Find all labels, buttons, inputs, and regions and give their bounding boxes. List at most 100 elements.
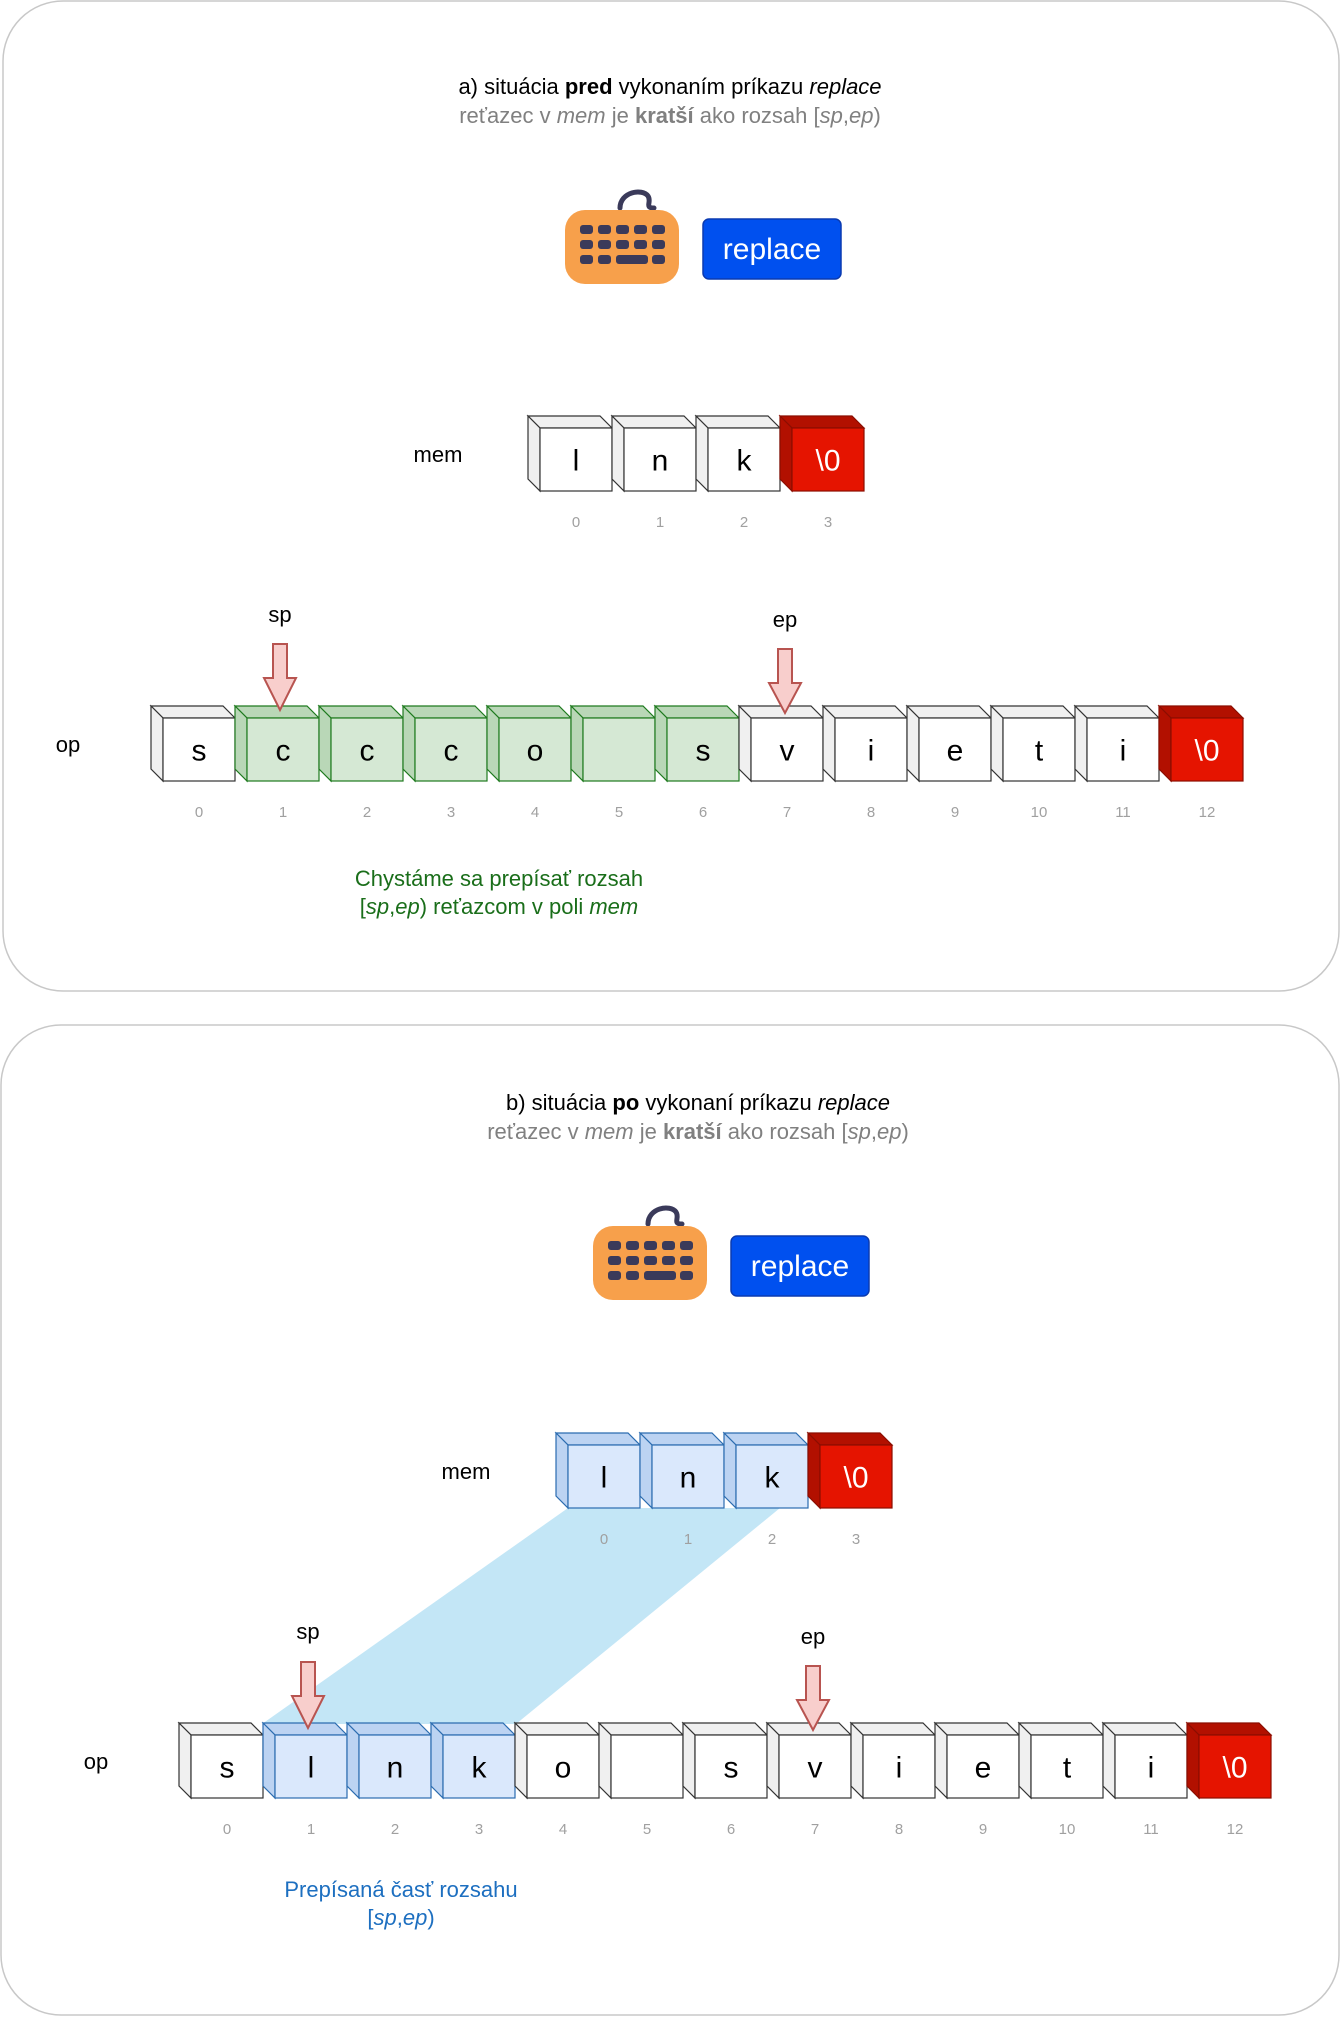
cell-value: e bbox=[947, 735, 964, 768]
cell-top-face bbox=[610, 415, 698, 429]
cell-top-face bbox=[569, 705, 657, 719]
cell-front-face bbox=[610, 1734, 684, 1799]
cell-front-face bbox=[819, 1444, 893, 1509]
op-label: op bbox=[56, 732, 80, 757]
cell-value: i bbox=[896, 1752, 903, 1785]
cell-side-face bbox=[402, 704, 416, 783]
cell-top-face bbox=[821, 705, 909, 719]
cell-value: \0 bbox=[1222, 1752, 1247, 1785]
cell-value: i bbox=[1120, 735, 1127, 768]
cell-side-face bbox=[555, 1431, 569, 1510]
array-cell bbox=[569, 704, 657, 783]
cell-value: \0 bbox=[815, 445, 840, 478]
cell-front-face bbox=[707, 427, 781, 492]
keyboard-icon bbox=[565, 189, 679, 284]
cell-front-face bbox=[791, 427, 865, 492]
cell-top-face bbox=[653, 705, 741, 719]
sp-label: sp bbox=[296, 1619, 319, 1644]
cell-front-face bbox=[862, 1734, 936, 1799]
array-cell: k bbox=[429, 1721, 517, 1800]
cell-index: 3 bbox=[824, 514, 832, 531]
array-cell bbox=[597, 1721, 685, 1800]
cell-value: o bbox=[527, 735, 544, 768]
cell-value: i bbox=[868, 735, 875, 768]
keyboard-icon bbox=[593, 1205, 707, 1300]
cell-front-face bbox=[834, 717, 908, 782]
cell-top-face bbox=[597, 1722, 685, 1736]
cell-side-face bbox=[570, 704, 584, 783]
cell-index: 11 bbox=[1143, 1821, 1159, 1838]
cell-side-face bbox=[654, 704, 668, 783]
cell-front-face bbox=[582, 717, 656, 782]
panel-a-subtitle: reťazec v mem je kratší ako rozsah [sp,e… bbox=[459, 103, 881, 128]
cell-value: \0 bbox=[843, 1462, 868, 1495]
cell-index: 1 bbox=[279, 804, 287, 821]
cell-index: 1 bbox=[684, 1531, 692, 1548]
cell-value: s bbox=[192, 735, 207, 768]
cell-top-face bbox=[513, 1722, 601, 1736]
panel-a: a) situácia pred vykonaním príkazu repla… bbox=[2, 0, 1340, 992]
array-cell: e bbox=[933, 1721, 1021, 1800]
panel-a-frame bbox=[2, 0, 1340, 992]
panel-a-title: a) situácia pred vykonaním príkazu repla… bbox=[458, 74, 881, 99]
array-cell: n bbox=[610, 414, 698, 493]
cell-side-face bbox=[318, 704, 332, 783]
cell-value: e bbox=[975, 1752, 992, 1785]
cell-side-face bbox=[1074, 704, 1088, 783]
mem-label: mem bbox=[442, 1459, 491, 1484]
cell-value: o bbox=[555, 1752, 572, 1785]
cell-side-face bbox=[822, 704, 836, 783]
cell-front-face bbox=[623, 427, 697, 492]
array-cell: e bbox=[905, 704, 993, 783]
cell-front-face bbox=[946, 1734, 1020, 1799]
cell-top-face bbox=[1185, 1722, 1273, 1736]
ep-arrow-icon bbox=[767, 648, 803, 716]
cell-index: 7 bbox=[811, 1821, 819, 1838]
array-cell: v bbox=[737, 704, 825, 783]
cell-front-face bbox=[1030, 1734, 1104, 1799]
cell-top-face bbox=[1073, 705, 1161, 719]
cell-top-face bbox=[989, 705, 1077, 719]
replace-button[interactable]: replace bbox=[730, 1235, 870, 1297]
cell-index: 1 bbox=[307, 1821, 315, 1838]
cell-front-face bbox=[1002, 717, 1076, 782]
cell-value: s bbox=[696, 735, 711, 768]
cell-value: t bbox=[1063, 1752, 1072, 1785]
cell-front-face bbox=[651, 1444, 725, 1509]
op-label: op bbox=[84, 1749, 108, 1774]
cell-side-face bbox=[723, 1431, 737, 1510]
cell-index: 3 bbox=[447, 804, 455, 821]
cell-side-face bbox=[639, 1431, 653, 1510]
cell-value: s bbox=[220, 1752, 235, 1785]
cell-side-face bbox=[850, 1721, 864, 1800]
cell-side-face bbox=[738, 704, 752, 783]
ep-arrow-icon bbox=[795, 1665, 831, 1733]
array-cell: \0 bbox=[806, 1431, 894, 1510]
cell-value: l bbox=[308, 1752, 315, 1785]
array-cell: n bbox=[345, 1721, 433, 1800]
cell-top-face bbox=[177, 1722, 265, 1736]
cell-value: c bbox=[444, 735, 459, 768]
mem-label: mem bbox=[414, 442, 463, 467]
array-cell: t bbox=[1017, 1721, 1105, 1800]
ep-label: ep bbox=[773, 607, 797, 632]
cell-side-face bbox=[766, 1721, 780, 1800]
array-cell: l bbox=[261, 1721, 349, 1800]
cell-top-face bbox=[261, 1722, 349, 1736]
cell-front-face bbox=[778, 1734, 852, 1799]
cell-top-face bbox=[849, 1722, 937, 1736]
cell-top-face bbox=[149, 705, 237, 719]
replace-button[interactable]: replace bbox=[702, 218, 842, 280]
cell-front-face bbox=[498, 717, 572, 782]
cell-top-face bbox=[737, 705, 825, 719]
cell-side-face bbox=[1186, 1721, 1200, 1800]
array-cell: c bbox=[233, 704, 321, 783]
cell-front-face bbox=[274, 1734, 348, 1799]
panel-b-note-line2: [sp,ep) bbox=[367, 1905, 434, 1930]
cell-value: k bbox=[472, 1752, 488, 1785]
cell-front-face bbox=[1170, 717, 1244, 782]
cell-side-face bbox=[150, 704, 164, 783]
